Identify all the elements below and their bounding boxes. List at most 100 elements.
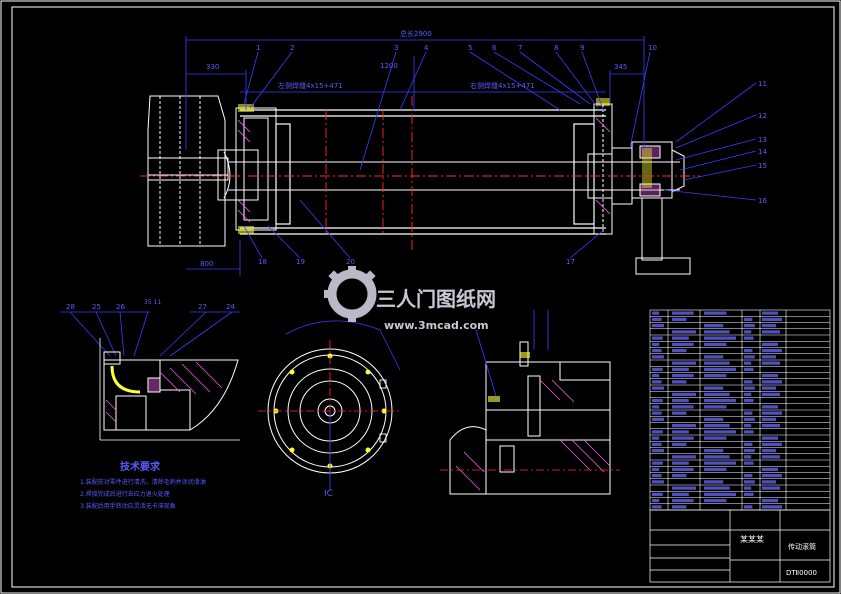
flange-hatch	[237, 117, 611, 223]
bom-cell-text	[704, 386, 724, 390]
bom-cell-text	[672, 361, 696, 365]
bom-cell-text	[762, 380, 782, 384]
bom-cell-text	[744, 442, 753, 446]
part-num: 8	[554, 44, 558, 52]
bom-cell-text	[652, 436, 660, 440]
bom-cell-text	[652, 324, 664, 328]
bom-cell-text	[744, 380, 753, 384]
bom-cell-text	[672, 330, 696, 334]
bom-cell-text	[672, 336, 689, 340]
yellow-parts	[238, 98, 652, 234]
bom-cell-text	[652, 349, 662, 353]
bom-cell-text	[762, 311, 778, 315]
detail-view-left: 28 25 26 27 24 35 11	[60, 299, 240, 441]
detail-body	[103, 351, 239, 431]
section-label: IC	[324, 489, 333, 499]
bom-cell-text	[652, 355, 664, 359]
bom-cell-text	[762, 467, 778, 471]
title-name: 传动滚筒	[788, 542, 816, 551]
bom-cell-text	[744, 386, 755, 390]
bom-cell-text	[704, 499, 727, 503]
dim-right-weld: 右侧焊缝4x15+471	[470, 81, 535, 90]
bom-cell-text	[744, 505, 753, 509]
centerlines	[140, 96, 700, 250]
bom-cell-text	[652, 311, 660, 315]
bom-cell-text	[744, 399, 754, 403]
bom-cell-text	[704, 399, 736, 403]
bom-cell-text	[672, 455, 696, 459]
part-num: 19	[296, 258, 305, 266]
part-num: 9	[580, 44, 584, 52]
bom-cell-text	[762, 455, 780, 459]
bom-cell-text	[704, 417, 724, 421]
bom-cell-text	[744, 449, 755, 453]
part-num: 10	[648, 44, 657, 52]
part-num: 24	[226, 303, 235, 311]
bom-cell-text	[704, 374, 727, 378]
bom-cell-text	[762, 442, 782, 446]
part-num: 2	[290, 44, 294, 52]
part-num: 11	[758, 80, 767, 88]
bom-cell-text	[704, 330, 730, 334]
bom-cell-text	[762, 449, 776, 453]
dim-bottom-left: 800	[200, 260, 213, 268]
bom-cell-text	[652, 480, 664, 484]
bom-cell-text	[652, 342, 660, 346]
bom-cell-text	[704, 324, 724, 328]
parts-list	[649, 309, 831, 511]
bom-cell-text	[672, 461, 689, 465]
part-num: 16	[758, 197, 767, 205]
bom-cell-text	[744, 461, 754, 465]
bom-rows	[650, 315, 830, 505]
part-num: 27	[198, 303, 207, 311]
dim-overall: 总长2900	[400, 29, 432, 38]
dimension-lines	[185, 36, 645, 276]
bom-cell-text	[762, 324, 776, 328]
bom-cell-text	[762, 349, 782, 353]
bom-cell-text	[672, 474, 687, 478]
bom-cell-text	[672, 486, 696, 490]
bom-cell-text	[652, 461, 663, 465]
bom-cell-text	[704, 342, 727, 346]
bom-cell-text	[672, 405, 694, 409]
bom-cell-text	[762, 486, 780, 490]
bom-cell-text	[762, 424, 780, 428]
dim-left-weld: 左侧焊缝4x15+471	[278, 81, 343, 90]
bom-cell-text	[652, 399, 663, 403]
bom-cell-text	[672, 467, 694, 471]
bom-cell-text	[652, 386, 664, 390]
tech-note: 1.装配前对零件进行清洗，清除毛刺并涂润滑油	[80, 478, 206, 486]
bom-cell-text	[744, 424, 752, 428]
bom-cell-text	[704, 467, 727, 471]
left-reducer	[147, 95, 229, 247]
bom-cell-text	[704, 336, 736, 340]
part-num: 7	[518, 44, 522, 52]
detail-frame-lines	[99, 338, 240, 441]
bom-cell-text	[672, 342, 694, 346]
bom-cell-text	[704, 430, 736, 434]
bom-cell-text	[744, 349, 753, 353]
gear-logo-icon	[324, 266, 377, 322]
part-num: 15	[758, 162, 767, 170]
bom-cell-text	[652, 499, 660, 503]
section-view	[440, 310, 620, 495]
bom-cell-text	[672, 317, 687, 321]
part-num: 28	[66, 303, 75, 311]
part-num: 3	[394, 44, 398, 52]
bom-cell-text	[672, 399, 689, 403]
right-bearing-seat	[631, 141, 691, 275]
bom-cell-text	[704, 311, 727, 315]
bom-cell-text	[762, 499, 778, 503]
bom-cell-text	[704, 361, 730, 365]
bom-cell-text	[704, 405, 727, 409]
tech-note: 2.焊接完成后进行去应力退火处理	[80, 490, 170, 498]
bom-cell-text	[672, 430, 689, 434]
bom-cell-text	[762, 386, 776, 390]
bom-cell-text	[672, 374, 694, 378]
bom-cell-text	[704, 355, 724, 359]
tech-note: 3.装配后用手转动应灵活无卡滞现象	[80, 502, 176, 510]
bom-cell-text	[744, 355, 755, 359]
bom-cell-text	[672, 499, 694, 503]
bom-cell-text	[744, 486, 752, 490]
